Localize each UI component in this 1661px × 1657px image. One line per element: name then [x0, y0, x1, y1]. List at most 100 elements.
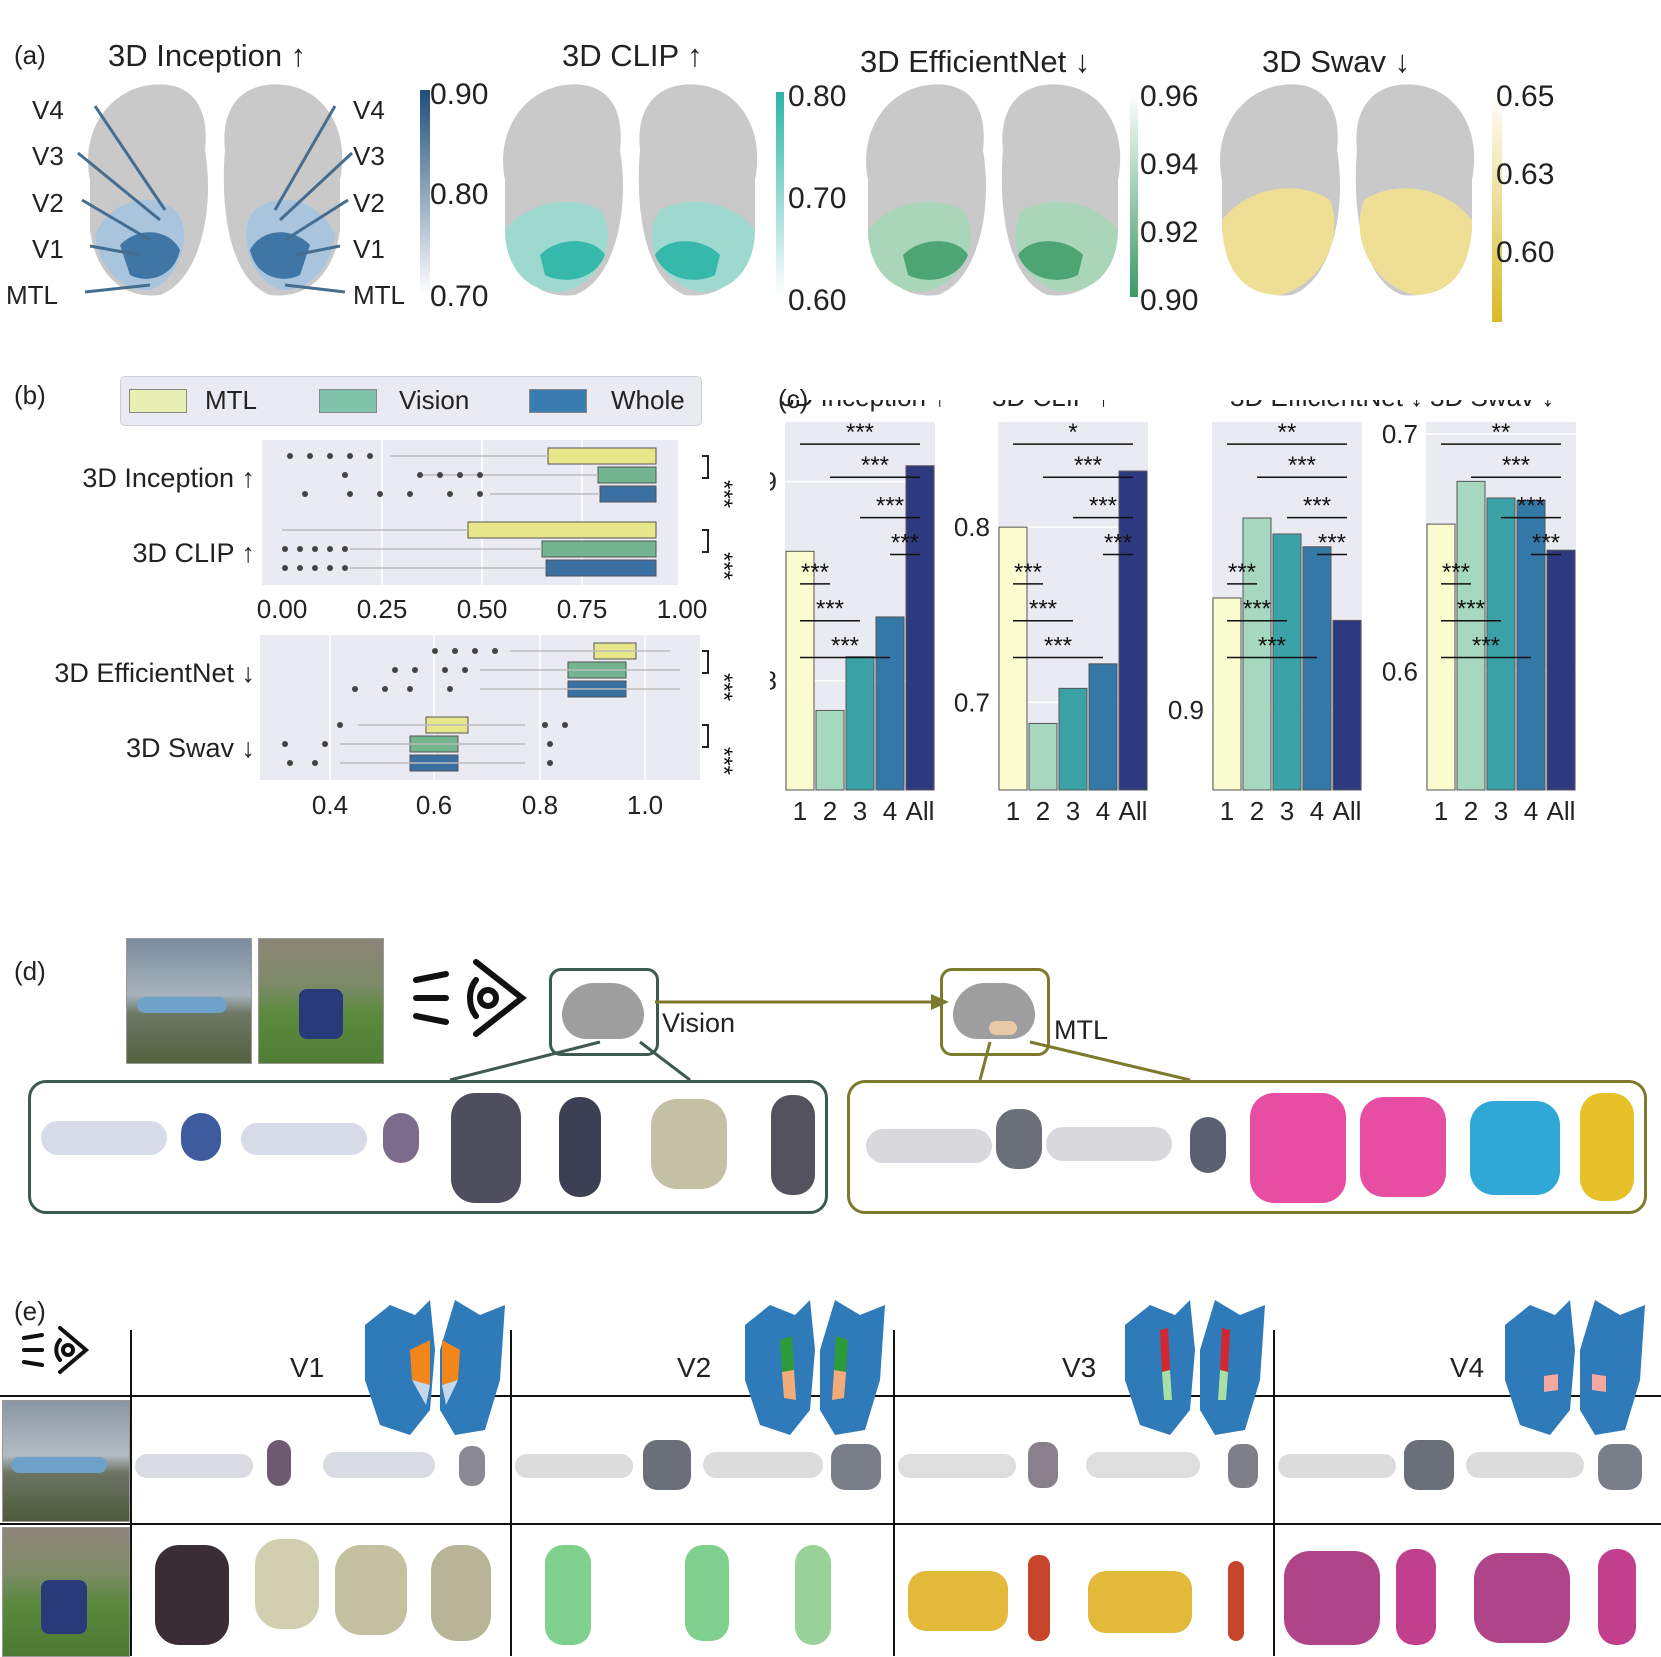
brain-swav: [1220, 84, 1502, 322]
map-title-efficientnet: 3D EfficientNet ↓: [860, 44, 1091, 79]
box-clip-mtl: [467, 521, 657, 539]
grid-vline-3: [1273, 1330, 1275, 1656]
roi-left-v1: V1: [32, 234, 64, 264]
panel-c-letter: (c): [778, 384, 809, 414]
cb2-tick-0: 0.80: [788, 80, 847, 113]
panel-e-letter: (e): [14, 1296, 46, 1326]
bar-0-1: [815, 709, 845, 791]
recon-airplane-2: [181, 1113, 221, 1161]
roi-map-v2: [745, 1300, 885, 1435]
brain-maps: [77, 84, 1502, 322]
bar-2-1: [1242, 517, 1272, 791]
mtl-reconstructions-frame: [847, 1080, 1647, 1214]
sig-label-0-4: ***: [801, 559, 829, 586]
sig-label-1-4: ***: [1014, 559, 1042, 586]
bar-1-2: [1058, 687, 1088, 791]
e-row-airplane-v1: [135, 1430, 510, 1500]
roi-left-v3: V3: [32, 141, 64, 171]
vision-to-mtl-arrow: [655, 994, 949, 1010]
bar-xtick-1-0: 1: [1006, 796, 1020, 826]
bar-ytick-1-0: 0.8: [954, 512, 990, 542]
bar-0-2: [845, 656, 875, 791]
bar-xtick-1-1: 2: [1036, 796, 1050, 826]
recon-mtl-airplane-3: [1046, 1127, 1172, 1161]
sig-label-0-1: ***: [861, 452, 889, 479]
bar-2-4: [1332, 619, 1362, 791]
recon-mtl-girls-1: [1250, 1093, 1346, 1203]
roi-right-mtl: MTL: [353, 280, 405, 310]
connector-lines: [449, 1040, 1191, 1080]
mtl-label: MTL: [1054, 1015, 1108, 1045]
roi-left-v4: V4: [32, 95, 64, 125]
bar-xtick-1-4: All: [1119, 796, 1148, 826]
motorbike-shape: [299, 989, 343, 1039]
sig-label-0-2: ***: [876, 493, 904, 520]
bar-1-1: [1028, 722, 1058, 791]
bar-xtick-0-4: All: [906, 796, 935, 826]
brain-clip: [503, 84, 784, 297]
bar-xtick-3-4: All: [1547, 796, 1576, 826]
bar-ytick-2-0: 0.9: [1168, 695, 1204, 725]
legend-label-whole: Whole: [611, 385, 685, 415]
bar-xtick-0-3: 4: [883, 796, 897, 826]
sig-label-1-3: ***: [1104, 529, 1132, 556]
b-bottom-tick-3: 1.0: [627, 790, 663, 820]
grid-vline-0: [130, 1330, 132, 1656]
bar-ytick-3-0: 0.7: [1382, 419, 1418, 449]
bar-xtick-0-1: 2: [823, 796, 837, 826]
box-inception-whole: [599, 485, 657, 503]
recon-mtl-airplane-4: [1190, 1117, 1226, 1173]
bar-chart-title-1: 3D CLIP ↑: [992, 400, 1110, 412]
sig-label-1-2: ***: [1089, 493, 1117, 520]
e-row-airplane-v4: [1278, 1430, 1658, 1500]
e-row-airplane-v3: [898, 1430, 1273, 1500]
bar-xtick-3-2: 3: [1494, 796, 1508, 826]
recon-rider-4: [771, 1095, 815, 1195]
bar-xtick-3-3: 4: [1524, 796, 1538, 826]
e-stimulus-airplane: [2, 1400, 130, 1522]
recon-airplane-1: [41, 1121, 167, 1155]
eye-icon-small: [22, 1326, 90, 1374]
b-row-clip: 3D CLIP ↑: [132, 538, 255, 568]
bar-3-1: [1456, 480, 1486, 791]
cb4-tick-0: 0.65: [1496, 80, 1555, 113]
brain-efficientnet: [866, 84, 1138, 297]
e-row-airplane-v2: [515, 1430, 890, 1500]
bar-xtick-2-1: 2: [1250, 796, 1264, 826]
bar-xtick-2-0: 1: [1220, 796, 1234, 826]
sig-label-2-1: ***: [1288, 452, 1316, 479]
sig-label-3-0: **: [1492, 419, 1511, 446]
mtl-brain-box: [940, 968, 1050, 1056]
roi-map-v4: [1505, 1300, 1645, 1435]
b-top-tick-2: 0.50: [457, 594, 508, 624]
bar-3-3: [1516, 499, 1546, 791]
sig-label-0-0: ***: [846, 419, 874, 446]
e-airplane-shape: [11, 1457, 107, 1473]
col-label-v3: V3: [1062, 1352, 1097, 1383]
sig-label-3-2: ***: [1517, 493, 1545, 520]
bar-xtick-1-2: 3: [1066, 796, 1080, 826]
e-motorbike-shape: [41, 1580, 87, 1634]
legend-label-vision: Vision: [399, 385, 470, 415]
bar-1-4: [1118, 470, 1148, 791]
map-title-swav: 3D Swav ↓: [1262, 44, 1411, 79]
b-top-tick-4: 1.00: [657, 594, 708, 624]
bar-ytick-1-1: 0.7: [954, 687, 990, 717]
recon-mtl-girls-3: [1470, 1101, 1560, 1195]
sig-label-3-4: ***: [1442, 559, 1470, 586]
panel-a-letter: (a): [14, 40, 46, 70]
e-row-motorbike-v3: [898, 1535, 1273, 1650]
b-row-efficientnet: 3D EfficientNet ↓: [54, 658, 255, 688]
recon-mtl-airplane-2: [996, 1109, 1042, 1169]
b-top-tick-1: 0.25: [357, 594, 408, 624]
bar-2-2: [1272, 533, 1302, 791]
bar-2-0: [1212, 597, 1242, 791]
roi-right-v3: V3: [353, 141, 385, 171]
sig-label-3-1: ***: [1502, 452, 1530, 479]
sig-label-2-4: ***: [1228, 559, 1256, 586]
mtl-region-highlight: [989, 1021, 1017, 1035]
sig-b-swav: ***: [710, 747, 737, 775]
cb2-tick-2: 0.60: [788, 284, 847, 317]
col-label-v1: V1: [290, 1352, 325, 1383]
bar-2-3: [1302, 546, 1332, 791]
